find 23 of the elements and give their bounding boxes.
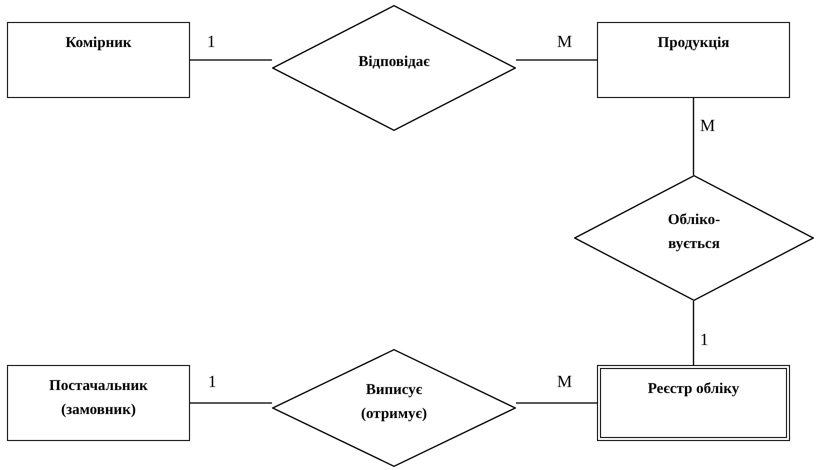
weak-entity-box bbox=[597, 365, 790, 441]
entity-name: Продукція bbox=[656, 34, 730, 53]
cardinality-label: 1 bbox=[700, 330, 708, 350]
connector-line bbox=[692, 98, 694, 175]
cardinality-label: 1 bbox=[207, 32, 216, 52]
connector-line bbox=[190, 402, 272, 404]
entity-name: Постачальник (замовник) bbox=[48, 377, 149, 420]
entity-box bbox=[7, 365, 190, 441]
connector-line bbox=[692, 301, 694, 365]
cardinality-label: 1 bbox=[208, 372, 216, 392]
relationship-name: Обліко- вується bbox=[666, 211, 722, 254]
connector-line bbox=[190, 59, 272, 61]
entity-name: Реєстр обліку bbox=[646, 380, 740, 399]
entity-box bbox=[597, 22, 790, 98]
cardinality-label: M bbox=[557, 32, 572, 52]
cardinality-label: M bbox=[700, 116, 716, 136]
relationship-name: Відповідає bbox=[357, 53, 431, 72]
cardinality-label: M bbox=[557, 372, 572, 392]
relationship-name: Виписує (отримує) bbox=[360, 381, 428, 424]
connector-line bbox=[516, 59, 597, 61]
entity-name: Комірник bbox=[64, 34, 132, 53]
entity-box bbox=[7, 22, 190, 98]
connector-line bbox=[516, 402, 597, 404]
